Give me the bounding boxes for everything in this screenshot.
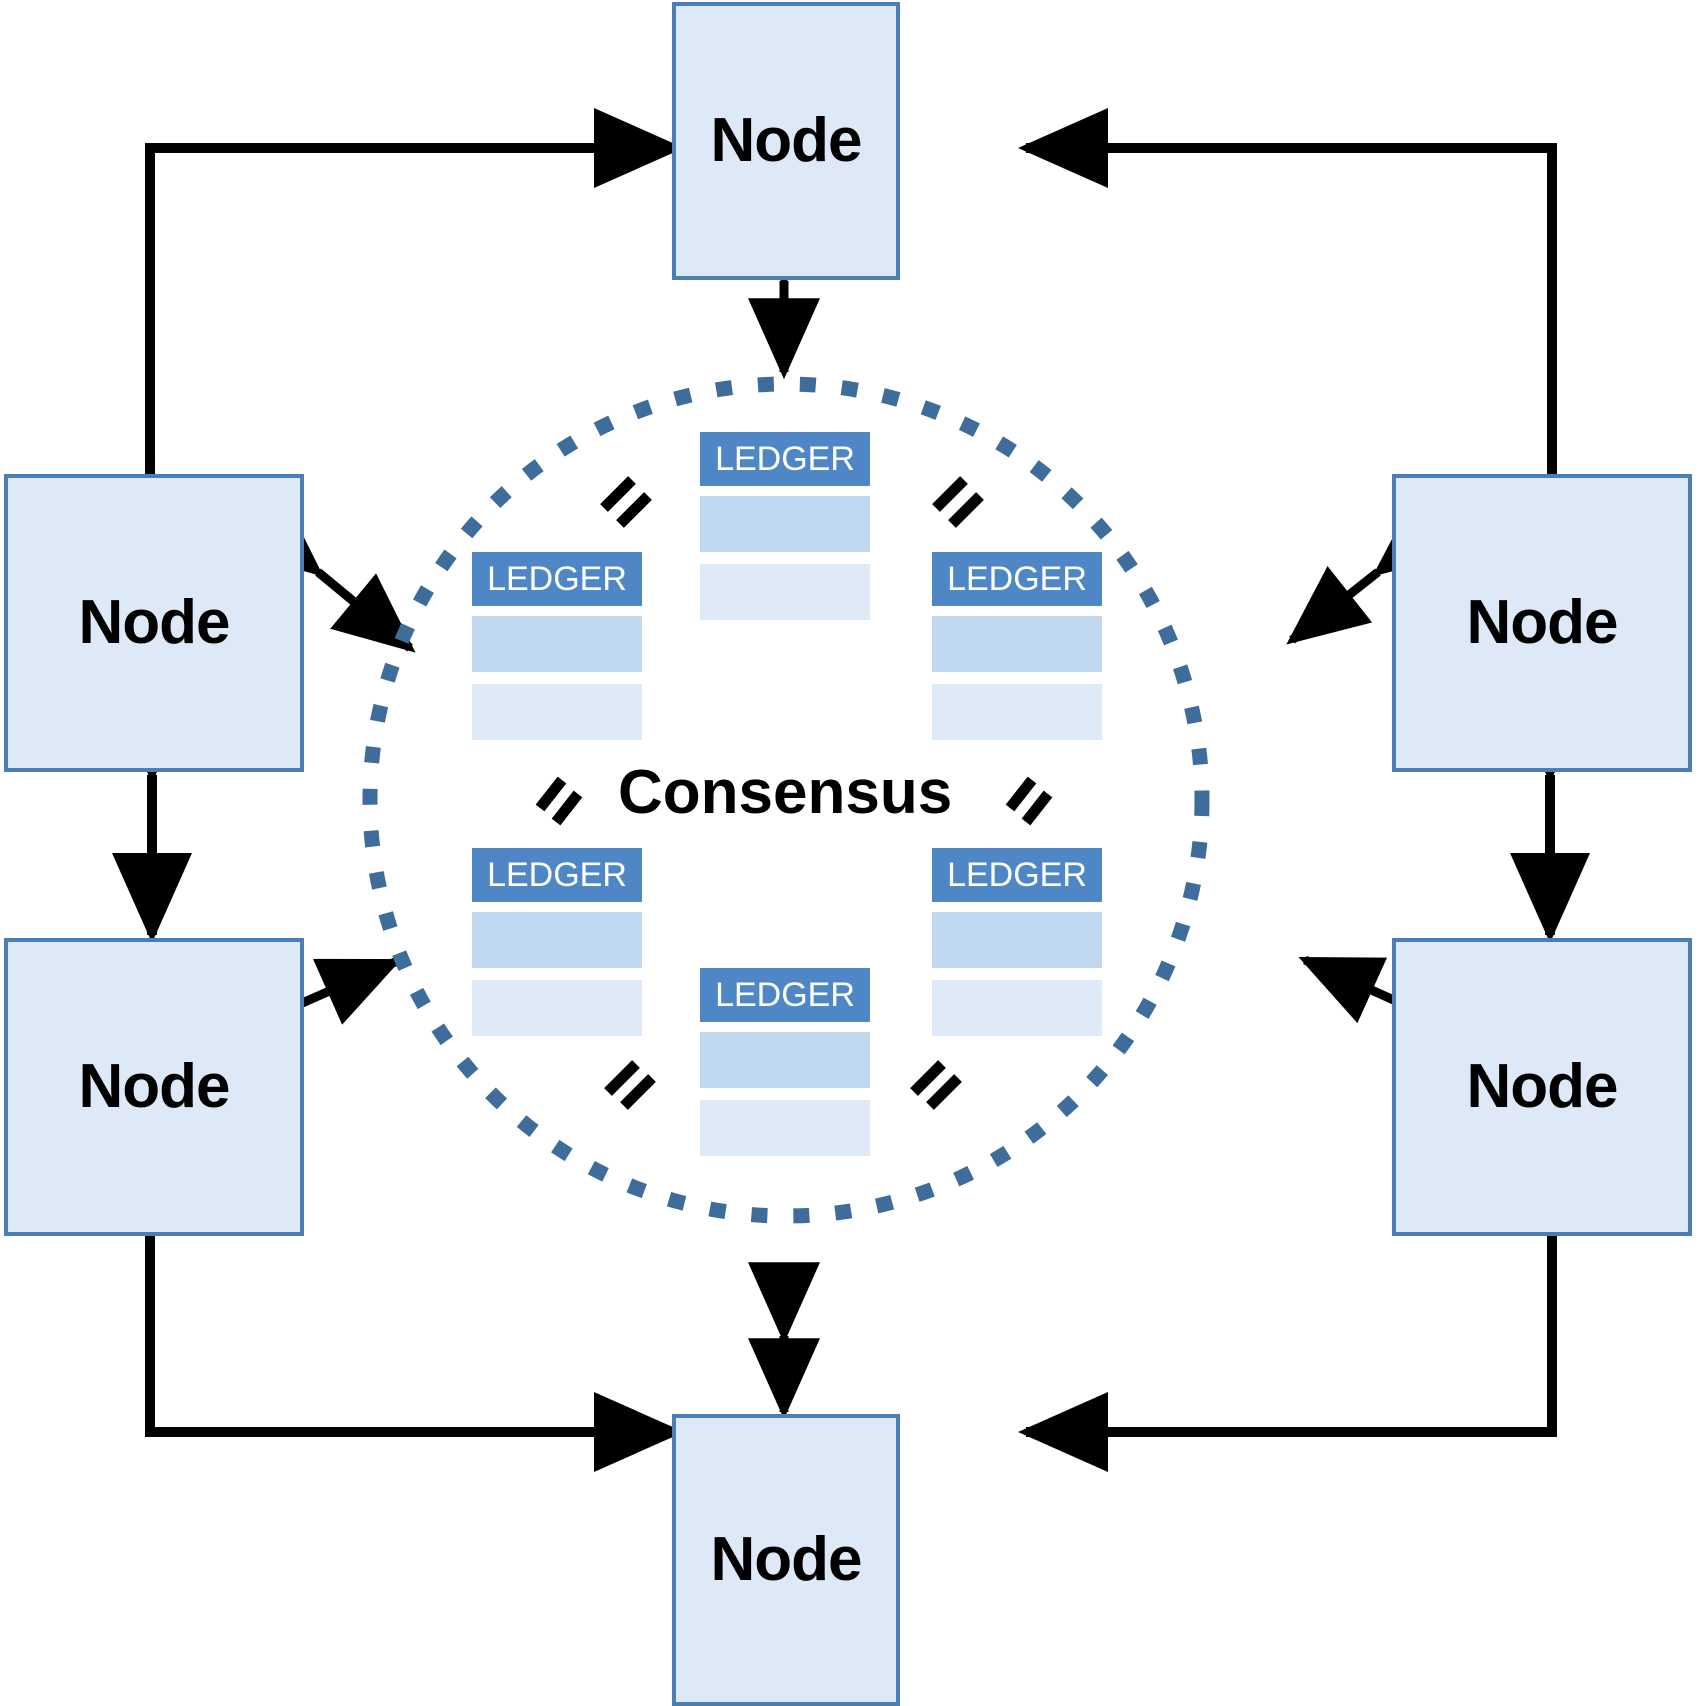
equals-bottom-left: [604, 1060, 656, 1110]
ledger-right-upper[interactable]: LEDGER: [932, 552, 1102, 740]
ledger-top[interactable]: LEDGER: [700, 432, 870, 620]
ledger-left-lower-row-1: [472, 912, 642, 968]
ledger-bottom-label: LEDGER: [715, 976, 855, 1014]
ledger-right-upper-row-1: [932, 616, 1102, 672]
connector-right-upper-to-consensus: [1286, 497, 1459, 645]
equals-top-right: [932, 476, 984, 528]
node-left-upper-label: Node: [78, 588, 231, 657]
node-right-upper[interactable]: Node: [1392, 474, 1692, 772]
ledger-top-row-1: [700, 496, 870, 552]
ledger-right-lower-row-1: [932, 912, 1102, 968]
node-right-upper-label: Node: [1466, 588, 1619, 657]
ledger-bottom[interactable]: LEDGER: [700, 968, 870, 1156]
connector-left-lower-to-consensus: [217, 957, 402, 1067]
equals-top-left: [600, 476, 652, 528]
ledger-right-upper-row-2: [932, 684, 1102, 740]
ledger-left-upper-row-1: [472, 616, 642, 672]
ledger-left-upper-label: LEDGER: [487, 560, 627, 598]
equals-mid-left: [535, 776, 583, 826]
ledger-right-lower[interactable]: LEDGER: [932, 848, 1102, 1036]
connector-right-lower-to-consensus: [1298, 955, 1481, 1066]
equals-bottom-right: [910, 1060, 962, 1110]
node-bottom-label: Node: [710, 1525, 863, 1594]
ledger-bottom-header: LEDGER: [700, 968, 870, 1022]
ledger-top-header: LEDGER: [700, 432, 870, 486]
ledger-left-lower-header: LEDGER: [472, 848, 642, 902]
ledger-right-lower-label: LEDGER: [947, 856, 1087, 894]
ledger-bottom-row-1: [700, 1032, 870, 1088]
consensus-label: Consensus: [618, 758, 953, 827]
connector-right-upper-to-top: [1017, 108, 1557, 476]
ledger-bottom-row-2: [700, 1100, 870, 1156]
equals-mid-right: [1005, 776, 1053, 826]
node-right-lower-label: Node: [1466, 1052, 1619, 1121]
node-left-upper[interactable]: Node: [4, 474, 304, 772]
node-left-lower[interactable]: Node: [4, 938, 304, 1236]
connector-left-upper-to-consensus: [238, 497, 416, 653]
node-top-label: Node: [710, 106, 863, 175]
ledger-top-label: LEDGER: [715, 440, 855, 478]
ledger-right-lower-row-2: [932, 980, 1102, 1036]
ledger-left-upper-header: LEDGER: [472, 552, 642, 606]
ledger-left-lower[interactable]: LEDGER: [472, 848, 642, 1036]
ledger-left-lower-row-2: [472, 980, 642, 1036]
ledger-left-lower-label: LEDGER: [487, 856, 627, 894]
node-bottom[interactable]: Node: [672, 1414, 900, 1706]
ledger-right-upper-header: LEDGER: [932, 552, 1102, 606]
node-left-lower-label: Node: [78, 1052, 231, 1121]
ledger-left-upper-row-2: [472, 684, 642, 740]
ledger-left-upper[interactable]: LEDGER: [472, 552, 642, 740]
ledger-right-upper-label: LEDGER: [947, 560, 1087, 598]
node-top[interactable]: Node: [672, 2, 900, 280]
ledger-right-lower-header: LEDGER: [932, 848, 1102, 902]
node-right-lower[interactable]: Node: [1392, 938, 1692, 1236]
connector-left-upper-to-top: [145, 108, 685, 476]
ledger-top-row-2: [700, 564, 870, 620]
